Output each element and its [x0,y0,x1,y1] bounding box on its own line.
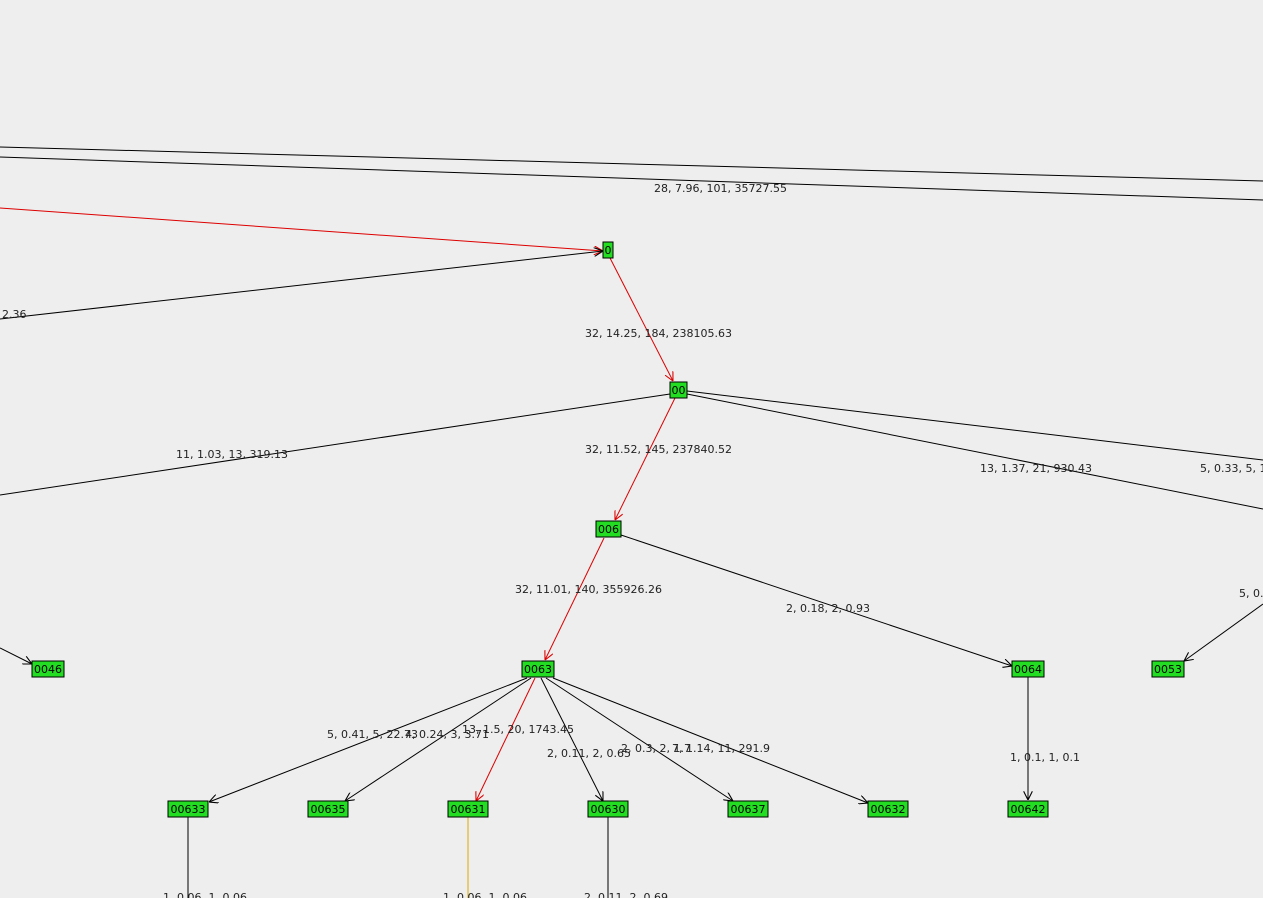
node-box[interactable] [1011,660,1045,678]
node-box[interactable] [1007,800,1049,818]
node-box[interactable] [602,241,614,259]
edge-label-0064-00642: 1, 0.1, 1, 0.1 [1010,751,1080,764]
edge-x-0053[interactable] [1184,603,1263,661]
edge-label-top1: 28, 7.96, 101, 35727.55 [654,182,787,195]
edge-label-00-006: 32, 11.52, 145, 237840.52 [585,443,732,456]
edge-label-0063-00633: 5, 0.41, 5, 22.73 [327,728,418,741]
node-box[interactable] [521,660,555,678]
node-label[interactable]: 00631 [451,803,486,816]
edge-label-left-in: 2.36 [2,308,27,321]
node-label[interactable]: 00630 [591,803,626,816]
node-00633[interactable]: 00633 [167,800,209,818]
edge-label-00-left: 11, 1.03, 13, 319.13 [176,448,288,461]
edge-00-right2[interactable] [686,390,1263,461]
edge-label-0063-00632: 7, 1.14, 11, 291.9 [672,742,770,755]
edge-006-0063[interactable] [545,537,605,660]
node-box[interactable] [595,520,622,538]
node-00[interactable]: 00 [669,381,688,399]
node-label[interactable]: 00635 [311,803,346,816]
node-00635[interactable]: 00635 [307,800,349,818]
edge-label-00633-down: 1, 0.06, 1, 0.06 [163,891,247,898]
node-box[interactable] [867,800,909,818]
node-label[interactable]: 00637 [731,803,766,816]
edge-label-00631-down: 1, 0.06, 1, 0.06 [443,891,527,898]
node-0[interactable]: 0 [602,241,614,259]
edge-0063-00635[interactable] [345,677,532,801]
edge-0-00[interactable] [609,257,673,381]
edge-top2[interactable] [0,156,1263,201]
edge-label-00-right2: 5, 0.33, 5, 1 [1200,462,1263,475]
node-00637[interactable]: 00637 [727,800,769,818]
node-label[interactable]: 00642 [1011,803,1046,816]
edge-00-006[interactable] [615,397,676,520]
node-label[interactable]: 0046 [34,663,62,676]
edges-layer [0,146,1263,898]
edge-006-0064[interactable] [620,534,1012,666]
node-box[interactable] [31,660,65,678]
node-0064[interactable]: 0064 [1011,660,1045,678]
node-label[interactable]: 0 [605,244,612,257]
node-00632[interactable]: 00632 [867,800,909,818]
node-00631[interactable]: 00631 [447,800,489,818]
node-label[interactable]: 00633 [171,803,206,816]
edge-0063-00630[interactable] [540,677,603,801]
node-box[interactable] [669,381,688,399]
edge-0063-00633[interactable] [209,677,528,802]
edge-top1[interactable] [0,146,1263,182]
node-label[interactable]: 00 [672,384,686,397]
node-0063[interactable]: 0063 [521,660,555,678]
edge-label-0063-00635: 4, 0.24, 3, 3.71 [405,728,489,741]
edge-label-006-0064: 2, 0.18, 2, 0.93 [786,602,870,615]
node-box[interactable] [587,800,629,818]
node-006[interactable]: 006 [595,520,622,538]
edge-label-0063-00630: 2, 0.11, 2, 0.65 [547,747,631,760]
edge-left-in[interactable] [0,251,603,320]
node-label[interactable]: 0063 [524,663,552,676]
node-00642[interactable]: 00642 [1007,800,1049,818]
node-label[interactable]: 00632 [871,803,906,816]
edge-label-006-0063: 32, 11.01, 140, 355926.26 [515,583,662,596]
node-box[interactable] [167,800,209,818]
edge-label-0-00: 32, 14.25, 184, 238105.63 [585,327,732,340]
node-box[interactable] [727,800,769,818]
edge-0063-00631[interactable] [476,677,536,801]
edge-x-0046[interactable] [0,647,32,664]
edge-00-left[interactable] [0,393,671,496]
edge-0063-00632[interactable] [552,677,868,803]
node-label[interactable]: 006 [598,523,619,536]
edge-label-x-0053: 5, 0. [1239,587,1263,600]
node-0046[interactable]: 0046 [31,660,65,678]
node-box[interactable] [307,800,349,818]
edge-label-0063-00631: 13, 1.5, 20, 1743.45 [462,723,574,736]
node-label[interactable]: 0053 [1154,663,1182,676]
node-00630[interactable]: 00630 [587,800,629,818]
edge-label-00-right1: 13, 1.37, 21, 930.43 [980,462,1092,475]
edge-label-00630-down: 2, 0.11, 2, 0.69 [584,891,668,898]
node-box[interactable] [447,800,489,818]
node-box[interactable] [1151,660,1185,678]
node-0053[interactable]: 0053 [1151,660,1185,678]
edge-label-0063-00637: 2, 0.3, 2, 1.7 [621,742,691,755]
edge-red-in[interactable] [0,207,603,251]
node-label[interactable]: 0064 [1014,663,1042,676]
edge-labels-layer: 28, 7.96, 101, 35727.55 2.36 32, 14.25, 18… [2,182,1263,898]
edge-0063-00637[interactable] [545,677,733,801]
edge-00-right1[interactable] [686,393,1263,510]
